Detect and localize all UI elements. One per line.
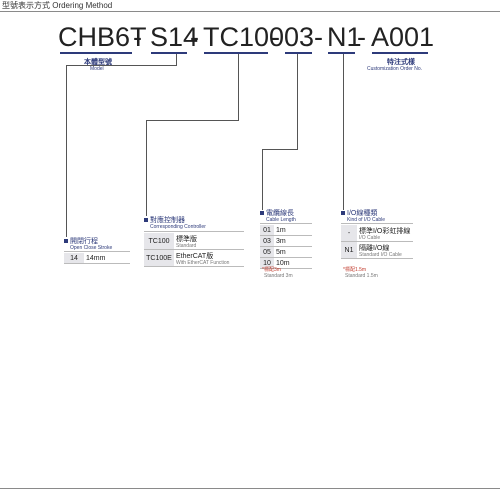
cable-code-2: 05 bbox=[260, 246, 274, 258]
io-code-1: N1 bbox=[341, 241, 357, 259]
table-row: 10 10m bbox=[260, 257, 312, 269]
table-row: 05 5m bbox=[260, 246, 312, 258]
controller-sub-1: With EtherCAT Function bbox=[176, 259, 230, 266]
stroke-title-cn: 開閉行程 bbox=[70, 238, 98, 245]
controller-marker-icon bbox=[144, 218, 148, 222]
cable-note-red: *標配3m bbox=[262, 267, 281, 273]
stroke-value: 14mm bbox=[84, 253, 130, 264]
connector-cable-c bbox=[262, 149, 263, 210]
code-dash-2: - bbox=[190, 22, 199, 52]
underline-order bbox=[372, 52, 428, 54]
connector-io bbox=[343, 54, 344, 210]
code-stroke: S14 bbox=[150, 22, 199, 52]
table-row: 14 14mm bbox=[64, 253, 130, 264]
cable-code-1: 03 bbox=[260, 235, 274, 247]
io-note-grey: Standard 1.5m bbox=[345, 273, 378, 279]
io-value-0: 標準I/O彩虹排線 bbox=[359, 227, 411, 235]
io-sub-1: Standard I/O Cable bbox=[359, 251, 402, 258]
io-divider bbox=[341, 223, 413, 224]
stroke-divider bbox=[64, 251, 130, 252]
io-code-0: - bbox=[341, 225, 357, 242]
stroke-marker-icon bbox=[64, 239, 68, 243]
connector-cable-b bbox=[262, 149, 298, 150]
code-order: A001 bbox=[371, 22, 435, 52]
controller-code-1: TC100E bbox=[144, 249, 174, 267]
connector-stroke-c bbox=[66, 65, 67, 237]
header-bar: 型號表示方式 Ordering Method bbox=[0, 0, 500, 11]
stroke-title-en: Open Close Stroke bbox=[70, 245, 113, 251]
io-note-red: *標配1.5m bbox=[343, 267, 367, 273]
cable-title-en: Cable Length bbox=[266, 217, 296, 223]
cable-value-2: 5m bbox=[274, 246, 312, 258]
controller-title-en: Corresponding Controller bbox=[150, 224, 206, 230]
underline-model bbox=[60, 52, 132, 54]
connector-cable-a bbox=[297, 54, 298, 150]
connector-stroke-a bbox=[176, 54, 177, 66]
underline-cable bbox=[285, 52, 312, 54]
connector-controller-b bbox=[146, 120, 239, 121]
connector-controller-c bbox=[146, 120, 147, 216]
underline-stroke bbox=[151, 52, 187, 54]
io-value-1: 隔離I/O線 bbox=[359, 244, 390, 252]
code-controller: TC100 bbox=[203, 22, 285, 52]
cable-code-0: 01 bbox=[260, 225, 274, 236]
code-dash-1: - bbox=[133, 22, 142, 52]
table-row: 03 3m bbox=[260, 235, 312, 247]
header-divider bbox=[0, 11, 500, 12]
cable-value-3: 10m bbox=[274, 257, 312, 269]
stroke-code: 14 bbox=[64, 253, 84, 264]
controller-title-cn: 對應控制器 bbox=[150, 217, 185, 224]
io-title-cn: I/O線種類 bbox=[347, 210, 378, 217]
cable-divider bbox=[260, 223, 312, 224]
connector-stroke-b bbox=[66, 65, 177, 66]
connector-controller-a bbox=[238, 54, 239, 121]
stroke-table: 14 14mm bbox=[64, 253, 130, 264]
code-dash-3: - bbox=[271, 22, 280, 52]
code-io: N1 bbox=[327, 22, 362, 52]
order-label-cn: 特注式樣 bbox=[387, 59, 415, 66]
cable-value-0: 1m bbox=[274, 225, 312, 236]
io-title-en: Kind of I/O Cable bbox=[347, 217, 386, 223]
code-dash-5: - bbox=[357, 22, 366, 52]
controller-code-0: TC100 bbox=[144, 233, 174, 250]
model-label-cn: 本體型號 bbox=[84, 59, 112, 66]
code-dash-4: - bbox=[314, 22, 323, 52]
model-label-en: Model bbox=[90, 66, 104, 72]
code-cable: 03 bbox=[284, 22, 315, 52]
controller-value-1: EtherCAT版 bbox=[176, 252, 214, 260]
io-marker-icon bbox=[341, 211, 345, 215]
page-title: 型號表示方式 Ordering Method bbox=[2, 1, 113, 10]
controller-divider bbox=[144, 231, 244, 232]
table-row: 01 1m bbox=[260, 225, 312, 236]
cable-marker-icon bbox=[260, 211, 264, 215]
controller-sub-0: Standard bbox=[176, 242, 197, 249]
io-sub-0: I/O Cable bbox=[359, 234, 381, 241]
footer-divider bbox=[0, 488, 500, 489]
order-label-en: Customization Order No. bbox=[367, 66, 423, 72]
code-model: CHB6T bbox=[58, 22, 147, 52]
cable-value-1: 3m bbox=[274, 235, 312, 247]
cable-title-cn: 電纜線長 bbox=[266, 210, 294, 217]
controller-value-0: 標準版 bbox=[176, 235, 197, 243]
underline-controller bbox=[204, 52, 268, 54]
underline-io bbox=[328, 52, 355, 54]
cable-table: 01 1m 03 3m 05 5m 10 10m bbox=[260, 225, 312, 269]
cable-code-3: 10 bbox=[260, 257, 274, 269]
cable-note-grey: Standard 3m bbox=[264, 273, 293, 279]
